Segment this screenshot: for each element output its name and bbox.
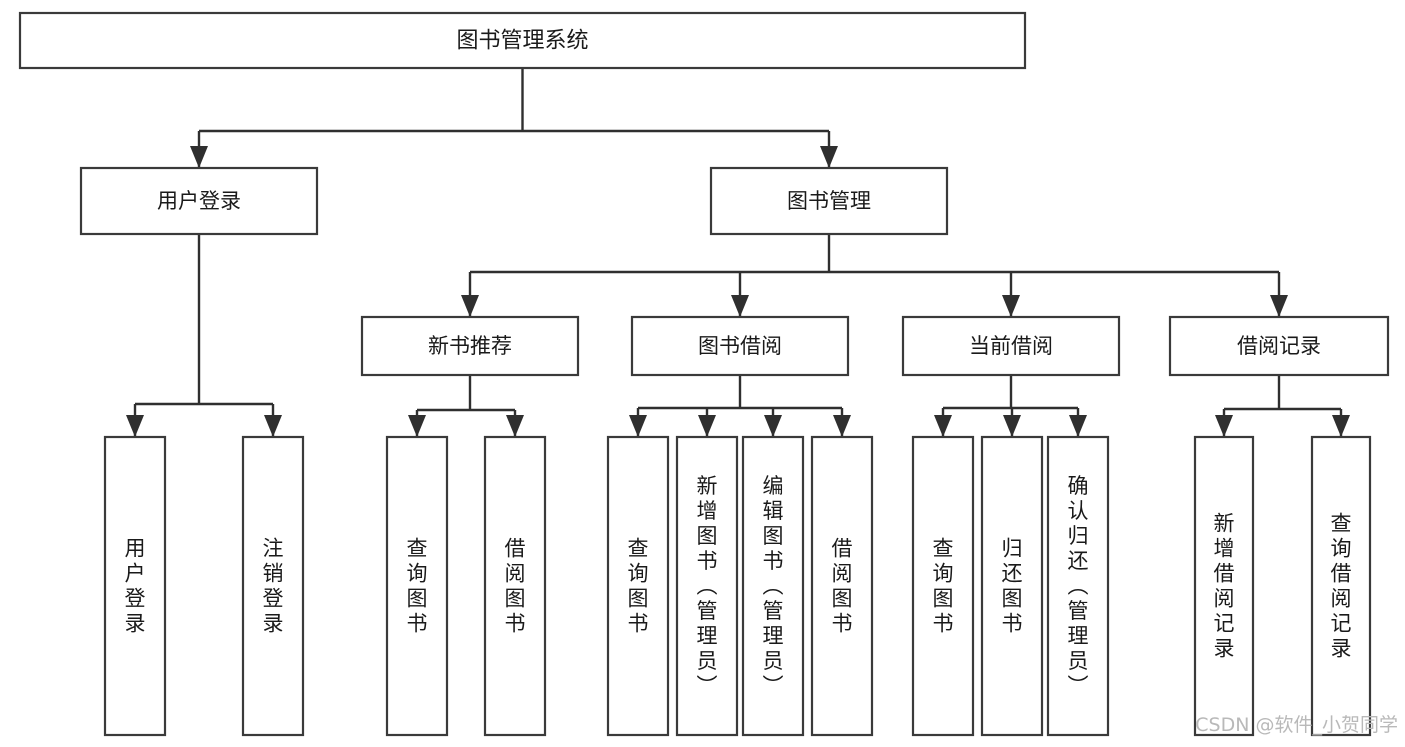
root-to-level2-arrow-1 <box>820 146 838 168</box>
book-borrow-to-leaves-arrow-1 <box>698 415 716 437</box>
node-new-book-recommend[interactable]: 新书推荐 <box>360 315 580 377</box>
node-leaf-query-book-cur-label: 查询图书 <box>933 537 954 636</box>
node-user-login-label: 用户登录 <box>157 189 241 213</box>
node-leaf-add-borrow-record-label: 新增借阅记录 <box>1214 512 1235 661</box>
book-borrow-to-leaves-arrow-2 <box>764 415 782 437</box>
node-leaf-query-borrow-record[interactable]: 查询借阅记录 <box>1310 435 1372 737</box>
node-book-borrow-rect[interactable] <box>630 315 850 377</box>
node-root-system-label: 图书管理系统 <box>456 29 588 54</box>
diagram-nodes: 图书管理系统用户登录图书管理新书推荐图书借阅当前借阅借阅记录用户登录注销登录查询… <box>18 11 1390 737</box>
node-leaf-edit-book[interactable]: 编辑图书︵管理员︶ <box>741 435 805 737</box>
node-leaf-user-login-label: 用户登录 <box>125 537 146 636</box>
node-current-borrow-label: 当前借阅 <box>969 334 1053 358</box>
node-leaf-query-borrow-record-rect[interactable] <box>1310 435 1372 737</box>
node-leaf-query-book-rec-label: 查询图书 <box>407 537 428 636</box>
node-book-manage[interactable]: 图书管理 <box>709 166 949 236</box>
node-leaf-query-book-cur[interactable]: 查询图书 <box>911 435 975 737</box>
node-leaf-return-book[interactable]: 归还图书 <box>980 435 1044 737</box>
node-book-borrow-label: 图书借阅 <box>698 334 782 358</box>
node-root-system-rect[interactable] <box>18 11 1027 70</box>
node-new-book-recommend-rect[interactable] <box>360 315 580 377</box>
current-borrow-to-leaves-arrow-2 <box>1069 415 1087 437</box>
node-root-system[interactable]: 图书管理系统 <box>18 11 1027 70</box>
node-book-manage-rect[interactable] <box>709 166 949 236</box>
current-borrow-to-leaves-arrow-0 <box>934 415 952 437</box>
node-leaf-edit-book-rect[interactable] <box>741 435 805 737</box>
node-leaf-query-book-borrow[interactable]: 查询图书 <box>606 435 670 737</box>
root-to-level2-arrow-0 <box>190 146 208 168</box>
current-borrow-to-leaves-arrow-1 <box>1003 415 1021 437</box>
node-leaf-query-book-borrow-rect[interactable] <box>606 435 670 737</box>
book-borrow-to-leaves-arrow-3 <box>833 415 851 437</box>
node-leaf-return-book-label: 归还图书 <box>1002 537 1023 636</box>
node-leaf-confirm-return-label: 确认归还︵管理员︶ <box>1068 474 1089 698</box>
book-manage-to-level3-arrow-1 <box>731 295 749 317</box>
node-leaf-confirm-return-rect[interactable] <box>1046 435 1110 737</box>
book-manage-to-level3-arrow-3 <box>1270 295 1288 317</box>
node-leaf-query-book-cur-rect[interactable] <box>911 435 975 737</box>
node-leaf-add-book-label: 新增图书︵管理员︶ <box>697 474 718 698</box>
node-borrow-record[interactable]: 借阅记录 <box>1168 315 1390 377</box>
csdn-watermark: CSDN @软件_小贺同学 <box>1195 714 1398 736</box>
node-leaf-query-book-rec[interactable]: 查询图书 <box>385 435 449 737</box>
connector-lines <box>126 68 1350 437</box>
node-leaf-query-borrow-record-label: 查询借阅记录 <box>1331 512 1352 661</box>
book-borrow-to-leaves-arrow-0 <box>629 415 647 437</box>
node-leaf-borrow-book-rec-rect[interactable] <box>483 435 547 737</box>
node-leaf-add-borrow-record-rect[interactable] <box>1193 435 1255 737</box>
node-leaf-borrow-book-rect[interactable] <box>810 435 874 737</box>
node-leaf-borrow-book-rec[interactable]: 借阅图书 <box>483 435 547 737</box>
borrow-record-to-leaves-arrow-1 <box>1332 415 1350 437</box>
new-book-recommend-to-leaves-arrow-1 <box>506 415 524 437</box>
node-leaf-edit-book-label: 编辑图书︵管理员︶ <box>763 474 784 698</box>
book-manage-to-level3-arrow-2 <box>1002 295 1020 317</box>
book-manage-to-level3-arrow-0 <box>461 295 479 317</box>
node-user-login-rect[interactable] <box>79 166 319 236</box>
node-leaf-borrow-book-rec-label: 借阅图书 <box>505 537 526 636</box>
node-borrow-record-label: 借阅记录 <box>1237 334 1321 358</box>
borrow-record-to-leaves-arrow-0 <box>1215 415 1233 437</box>
node-user-login[interactable]: 用户登录 <box>79 166 319 236</box>
node-leaf-user-login[interactable]: 用户登录 <box>103 435 167 737</box>
node-leaf-logout-login-rect[interactable] <box>241 435 305 737</box>
node-leaf-query-book-rec-rect[interactable] <box>385 435 449 737</box>
node-borrow-record-rect[interactable] <box>1168 315 1390 377</box>
node-leaf-logout-login-label: 注销登录 <box>263 537 284 636</box>
node-leaf-add-book[interactable]: 新增图书︵管理员︶ <box>675 435 739 737</box>
node-current-borrow-rect[interactable] <box>901 315 1121 377</box>
node-leaf-return-book-rect[interactable] <box>980 435 1044 737</box>
node-leaf-confirm-return[interactable]: 确认归还︵管理员︶ <box>1046 435 1110 737</box>
node-leaf-borrow-book-label: 借阅图书 <box>832 537 853 636</box>
user-login-to-leaves-arrow-0 <box>126 415 144 437</box>
node-leaf-query-book-borrow-label: 查询图书 <box>628 537 649 636</box>
node-current-borrow[interactable]: 当前借阅 <box>901 315 1121 377</box>
user-login-to-leaves-arrow-1 <box>264 415 282 437</box>
node-leaf-user-login-rect[interactable] <box>103 435 167 737</box>
new-book-recommend-to-leaves-arrow-0 <box>408 415 426 437</box>
node-leaf-borrow-book[interactable]: 借阅图书 <box>810 435 874 737</box>
node-book-manage-label: 图书管理 <box>787 189 871 213</box>
node-book-borrow[interactable]: 图书借阅 <box>630 315 850 377</box>
node-leaf-add-borrow-record[interactable]: 新增借阅记录 <box>1193 435 1255 737</box>
node-leaf-logout-login[interactable]: 注销登录 <box>241 435 305 737</box>
node-new-book-recommend-label: 新书推荐 <box>428 334 512 358</box>
node-leaf-add-book-rect[interactable] <box>675 435 739 737</box>
